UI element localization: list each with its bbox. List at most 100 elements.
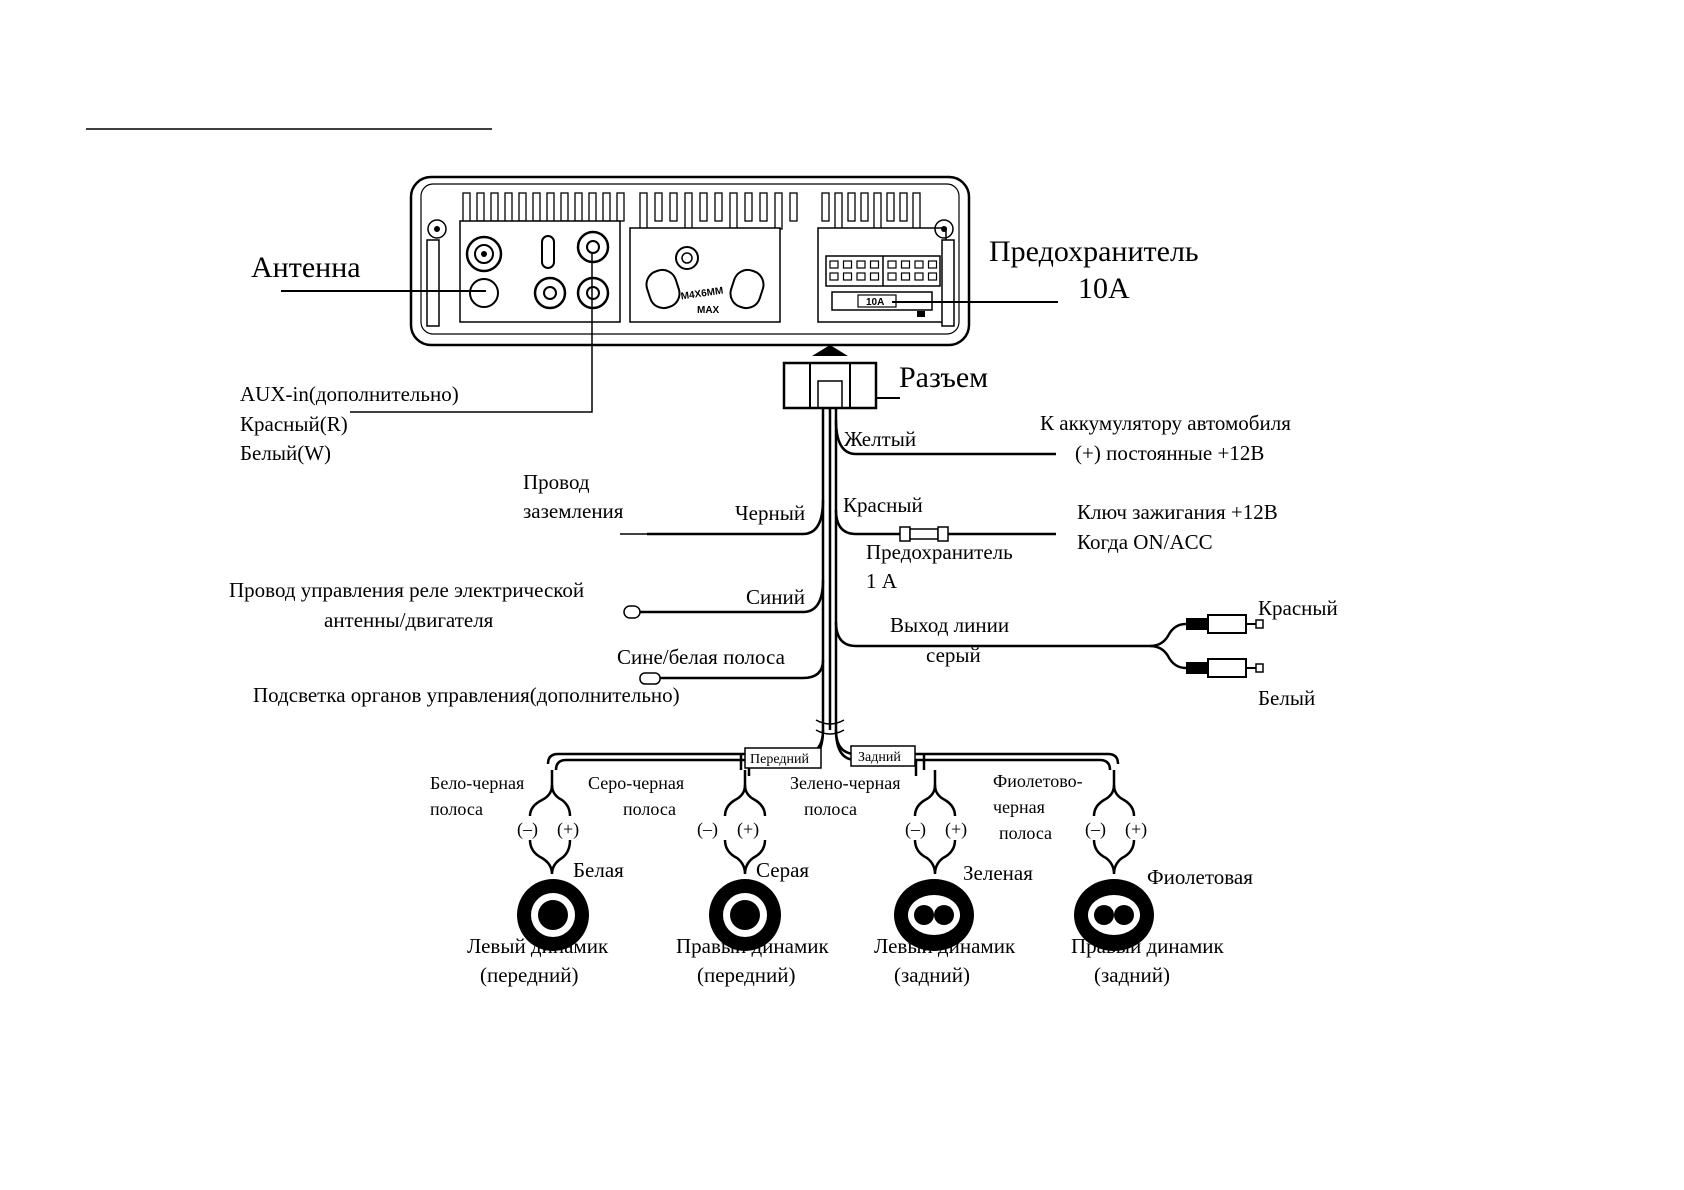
speaker-4-polarity-minus: (–) bbox=[1085, 819, 1106, 840]
center-screw-inner bbox=[681, 252, 693, 264]
connector-pin bbox=[914, 272, 924, 281]
wire-yellow-label: Желтый bbox=[844, 427, 916, 451]
aux-socket-top-inner bbox=[586, 240, 600, 254]
speaker-3-name-2: (задний) bbox=[894, 963, 970, 987]
illumination-label: Подсветка органов управления(дополнитель… bbox=[253, 683, 680, 707]
relay-label-1: Провод управления реле электрической bbox=[229, 578, 584, 602]
antenna-socket-pin bbox=[481, 251, 487, 257]
aux-socket-left-inner bbox=[543, 286, 557, 300]
antenna-grommet-icon bbox=[469, 278, 499, 308]
rca-white-plug-icon bbox=[1186, 658, 1264, 678]
cooling-fin bbox=[654, 192, 663, 222]
cooling-fin bbox=[899, 192, 908, 222]
speaker-3-name-1: Левый динамик bbox=[874, 934, 1016, 958]
screw-mark-2: MAX bbox=[697, 305, 720, 316]
wire-blue bbox=[638, 579, 825, 614]
speaker-3-stripe-2: полоса bbox=[804, 799, 857, 819]
speaker-3-stripe-1: Зелено-черная bbox=[790, 773, 901, 793]
wire-blue-white-cap bbox=[639, 672, 661, 685]
speaker-front-right: (–) (+) Серо-черная полоса Серая Правый … bbox=[588, 770, 830, 987]
speaker-2-polarity-minus: (–) bbox=[697, 819, 718, 840]
cooling-fin bbox=[639, 192, 648, 230]
speaker-2-polarity-plus: (+) bbox=[737, 819, 759, 840]
screw-left-icon bbox=[427, 219, 447, 239]
slot-icon bbox=[541, 235, 555, 269]
front-group-tag bbox=[744, 747, 822, 769]
screw-right-icon bbox=[934, 219, 954, 239]
ground-label-2: заземления bbox=[523, 499, 624, 523]
cooling-fin bbox=[834, 192, 843, 230]
wire-red bbox=[834, 509, 900, 536]
connector-pin bbox=[829, 272, 839, 281]
speaker-3-polarity-minus: (–) bbox=[905, 819, 926, 840]
wire-red-label: Красный bbox=[843, 493, 923, 517]
connector-pin bbox=[914, 260, 924, 269]
rca-red-label: Красный bbox=[1258, 596, 1338, 620]
connector-pin bbox=[842, 260, 853, 269]
ignition-label-1: Ключ зажигания +12В bbox=[1077, 500, 1278, 524]
main-connector bbox=[782, 345, 878, 410]
oval-hole-left-icon bbox=[645, 268, 681, 310]
wire-line-out bbox=[834, 621, 1187, 648]
connector-label: Разъем bbox=[899, 361, 988, 394]
cooling-fin bbox=[729, 192, 738, 230]
cooling-fin bbox=[886, 192, 895, 222]
cooling-fin bbox=[873, 192, 882, 230]
left-bracket bbox=[426, 239, 440, 327]
speaker-2-name-2: (передний) bbox=[697, 963, 796, 987]
speaker-3-color: Зеленая bbox=[963, 861, 1033, 885]
speaker-3-polarity-plus: (+) bbox=[945, 819, 967, 840]
center-screw-icon bbox=[675, 246, 699, 270]
speaker-front-left: (–) (+) Бело-черная полоса Белая Левый д… bbox=[430, 770, 624, 987]
cooling-fins bbox=[462, 192, 921, 230]
speaker-1-polarity-minus: (–) bbox=[517, 819, 538, 840]
speaker-4-stripe-2: черная bbox=[993, 797, 1045, 817]
cooling-fin bbox=[574, 192, 583, 222]
iso-connector-pins bbox=[829, 260, 938, 281]
fuse-plate-label: 10A bbox=[866, 297, 884, 308]
cooling-fin bbox=[490, 192, 499, 222]
front-group-label: Передний bbox=[750, 752, 809, 767]
speaker-4-stripe-3: полоса bbox=[999, 823, 1052, 843]
speaker-bus bbox=[546, 729, 1120, 776]
cooling-fin bbox=[560, 192, 569, 222]
blue-white-label: Сине/белая полоса bbox=[617, 645, 786, 669]
speaker-2-stripe-1: Серо-черная bbox=[588, 773, 684, 793]
wire-blue-cap bbox=[623, 605, 641, 619]
speaker-1-polarity-plus: (+) bbox=[557, 819, 579, 840]
ignition-label-2: Когда ON/ACC bbox=[1077, 530, 1213, 554]
antenna-socket-inner bbox=[474, 244, 494, 264]
fuse-small-label-1: Предохранитель bbox=[866, 540, 1013, 564]
speaker-4-name-1: Правый динамик bbox=[1071, 934, 1225, 958]
ground-label-1: Провод bbox=[523, 470, 590, 494]
speaker-rear-right: (–) (+) Фиолетово- черная полоса Фиолето… bbox=[993, 770, 1253, 987]
speaker-2-stripe-2: полоса bbox=[623, 799, 676, 819]
antenna-label: Антенна bbox=[251, 251, 361, 284]
cooling-fin bbox=[602, 192, 611, 222]
cooling-fin bbox=[616, 192, 625, 222]
speaker-rear-left: (–) (+) Зелено-черная полоса Зеленая Лев… bbox=[790, 770, 1033, 987]
relay-label-2: антенны/двигателя bbox=[324, 608, 494, 632]
fuse-small-label-2: 1 А bbox=[866, 569, 898, 593]
speaker-1-name-1: Левый динамик bbox=[467, 934, 609, 958]
cooling-fin bbox=[744, 192, 753, 222]
head-unit: M4X6MM MAX 10A bbox=[409, 175, 971, 347]
speaker-1-color: Белая bbox=[573, 858, 624, 882]
fuse-holder-tab bbox=[917, 311, 925, 317]
cooling-fin bbox=[821, 192, 830, 222]
aux-socket-top-icon bbox=[576, 230, 610, 264]
cooling-fin bbox=[669, 192, 678, 222]
right-bracket bbox=[941, 239, 955, 327]
wire-black bbox=[647, 499, 825, 536]
connector-pin bbox=[887, 272, 897, 281]
wire-blue-white bbox=[658, 659, 825, 680]
screw-right-center bbox=[941, 226, 947, 232]
cooling-fin bbox=[774, 192, 783, 230]
connector-pin bbox=[887, 260, 897, 269]
connector-pin bbox=[856, 272, 866, 281]
speaker-1-stripe-1: Бело-черная bbox=[430, 773, 524, 793]
cooling-fin bbox=[476, 192, 485, 222]
antenna-socket-icon bbox=[465, 235, 503, 273]
cooling-fin bbox=[684, 192, 693, 230]
